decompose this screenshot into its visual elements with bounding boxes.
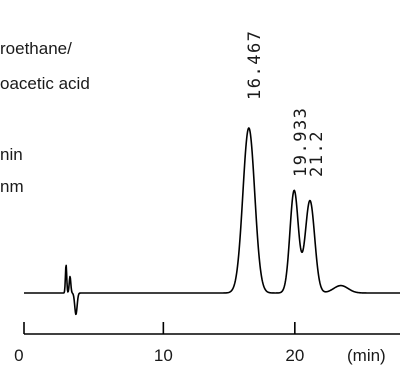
- x-tick-label: 10: [154, 346, 173, 365]
- peak-retention-label: 16.467: [245, 30, 265, 100]
- x-axis-label: (min): [347, 346, 386, 365]
- condition-flow: nin: [0, 145, 23, 164]
- condition-acid: oacetic acid: [0, 74, 90, 93]
- peak-retention-label: 21.2: [307, 130, 327, 177]
- x-tick-label: 0: [14, 346, 23, 365]
- chromatogram-trace: [23, 127, 401, 316]
- condition-solvent: roethane/: [0, 39, 72, 58]
- x-tick-label: 20: [285, 346, 304, 365]
- peak-retention-label: 19.933: [291, 107, 311, 177]
- condition-wavelength: nm: [0, 177, 24, 196]
